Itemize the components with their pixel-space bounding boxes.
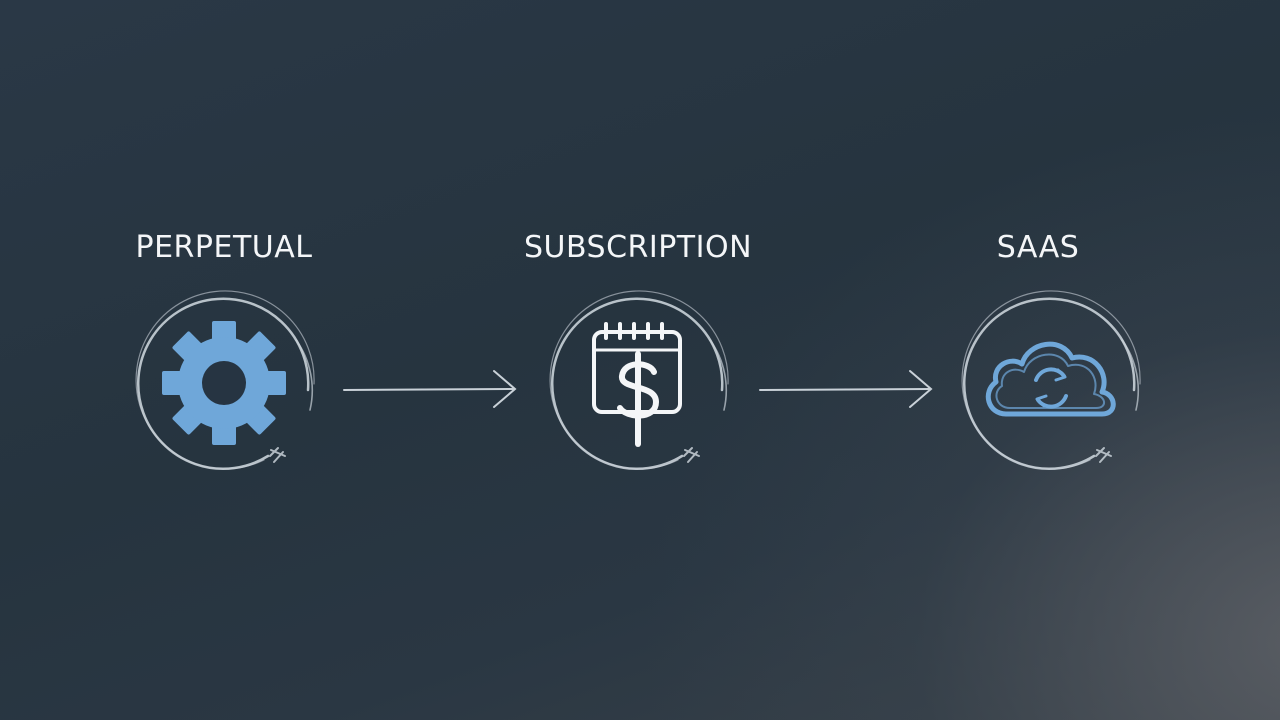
flow-arrow [343, 370, 517, 408]
gear-icon [162, 321, 286, 445]
calendar-dollar-icon [592, 322, 682, 447]
cloud-sync-icon [985, 341, 1116, 417]
sketch-ring [549, 290, 729, 470]
flow-arrow [759, 370, 933, 408]
sketch-ring [135, 290, 315, 470]
stage-label-subscription: SUBSCRIPTION [523, 230, 753, 265]
stage-node-subscription [532, 280, 742, 490]
stage-label-perpetual: PERPETUAL [135, 230, 313, 265]
stage-label-saas: SAAS [996, 230, 1080, 265]
stage-node-perpetual [118, 280, 328, 490]
stage-node-saas [944, 280, 1154, 490]
sketch-ring [961, 290, 1141, 470]
